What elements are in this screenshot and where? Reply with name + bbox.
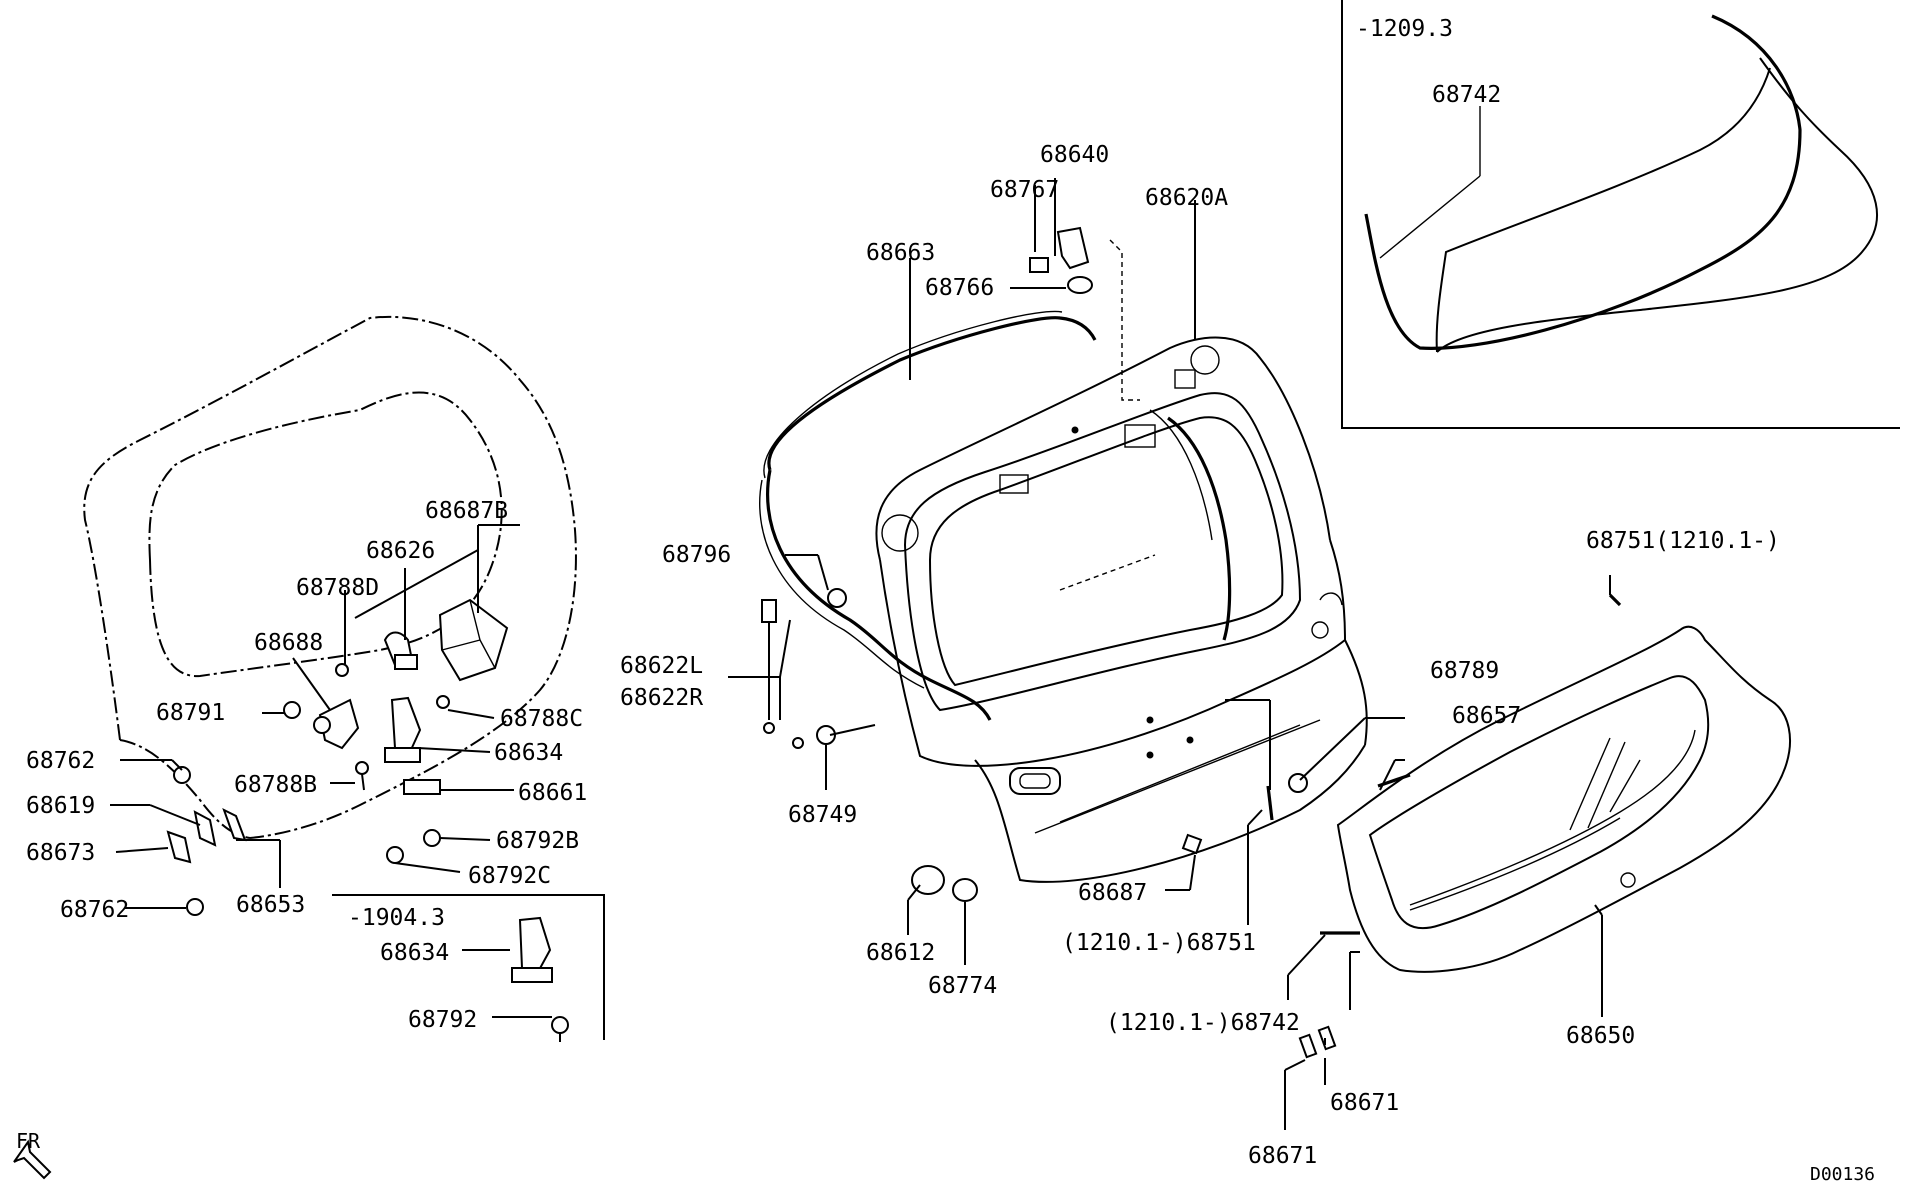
tailgate-assembly xyxy=(759,239,1368,883)
label-68688: 68688 xyxy=(254,630,323,656)
label-68749: 68749 xyxy=(788,802,857,828)
label-68788B: 68788B xyxy=(234,772,317,798)
label-68673: 68673 xyxy=(26,840,95,866)
label-68762-b: 68762 xyxy=(60,897,129,923)
label-fr: FR xyxy=(16,1129,41,1153)
label-68742-inset: 68742 xyxy=(1432,82,1501,108)
label-68742-low: (1210.1-)68742 xyxy=(1106,1010,1300,1036)
label-68792C: 68792C xyxy=(468,863,551,889)
label-68626: 68626 xyxy=(366,538,435,564)
label-68789: 68789 xyxy=(1430,658,1499,684)
label-68622L: 68622L xyxy=(620,653,703,679)
label-68774: 68774 xyxy=(928,973,997,999)
label-68751-mid: (1210.1-)68751 xyxy=(1062,930,1256,956)
label-inset-note: -1209.3 xyxy=(1356,16,1453,42)
label-diagram-code: D00136 xyxy=(1810,1164,1875,1185)
label-68640: 68640 xyxy=(1040,142,1109,168)
label-68792B: 68792B xyxy=(496,828,579,854)
gas-strut-68622 xyxy=(761,588,847,749)
label-68687: 68687 xyxy=(1078,880,1147,906)
label-68671-a: 68671 xyxy=(1330,1090,1399,1116)
label-68634: 68634 xyxy=(494,740,563,766)
left-leader-lines xyxy=(110,524,552,1018)
label-68791: 68791 xyxy=(156,700,225,726)
rear-glass-68650 xyxy=(1298,593,1791,1059)
part-labels: 68742 -1209.3 68640 68767 68620A 68663 6… xyxy=(16,16,1875,1185)
center-leader-lines xyxy=(728,178,1271,965)
front-arrow-icon xyxy=(13,1139,52,1180)
label-68767: 68767 xyxy=(990,177,1059,203)
center-bottom-parts xyxy=(911,773,1308,902)
label-68622R: 68622R xyxy=(620,685,703,711)
label-note-19043: -1904.3 xyxy=(348,905,445,931)
right-leader-lines xyxy=(1284,575,1611,1130)
label-68634-b: 68634 xyxy=(380,940,449,966)
hinge-parts xyxy=(1029,226,1093,294)
label-68653: 68653 xyxy=(236,892,305,918)
label-68612: 68612 xyxy=(866,940,935,966)
label-68751-top: 68751(1210.1-) xyxy=(1586,528,1780,554)
label-68620A: 68620A xyxy=(1145,185,1228,211)
label-68663: 68663 xyxy=(866,240,935,266)
label-68766: 68766 xyxy=(925,275,994,301)
label-68788C: 68788C xyxy=(500,706,583,732)
label-68619: 68619 xyxy=(26,793,95,819)
label-68657: 68657 xyxy=(1452,703,1521,729)
label-68792: 68792 xyxy=(408,1007,477,1033)
label-68762-a: 68762 xyxy=(26,748,95,774)
label-68661: 68661 xyxy=(518,780,587,806)
label-68796: 68796 xyxy=(662,542,731,568)
label-68650: 68650 xyxy=(1566,1023,1635,1049)
label-68687B: 68687B xyxy=(425,498,508,524)
inset-rear-glass-detail xyxy=(1341,0,1900,429)
label-68788D: 68788D xyxy=(296,575,379,601)
label-68671-b: 68671 xyxy=(1248,1143,1317,1169)
left-small-parts xyxy=(166,598,605,1042)
